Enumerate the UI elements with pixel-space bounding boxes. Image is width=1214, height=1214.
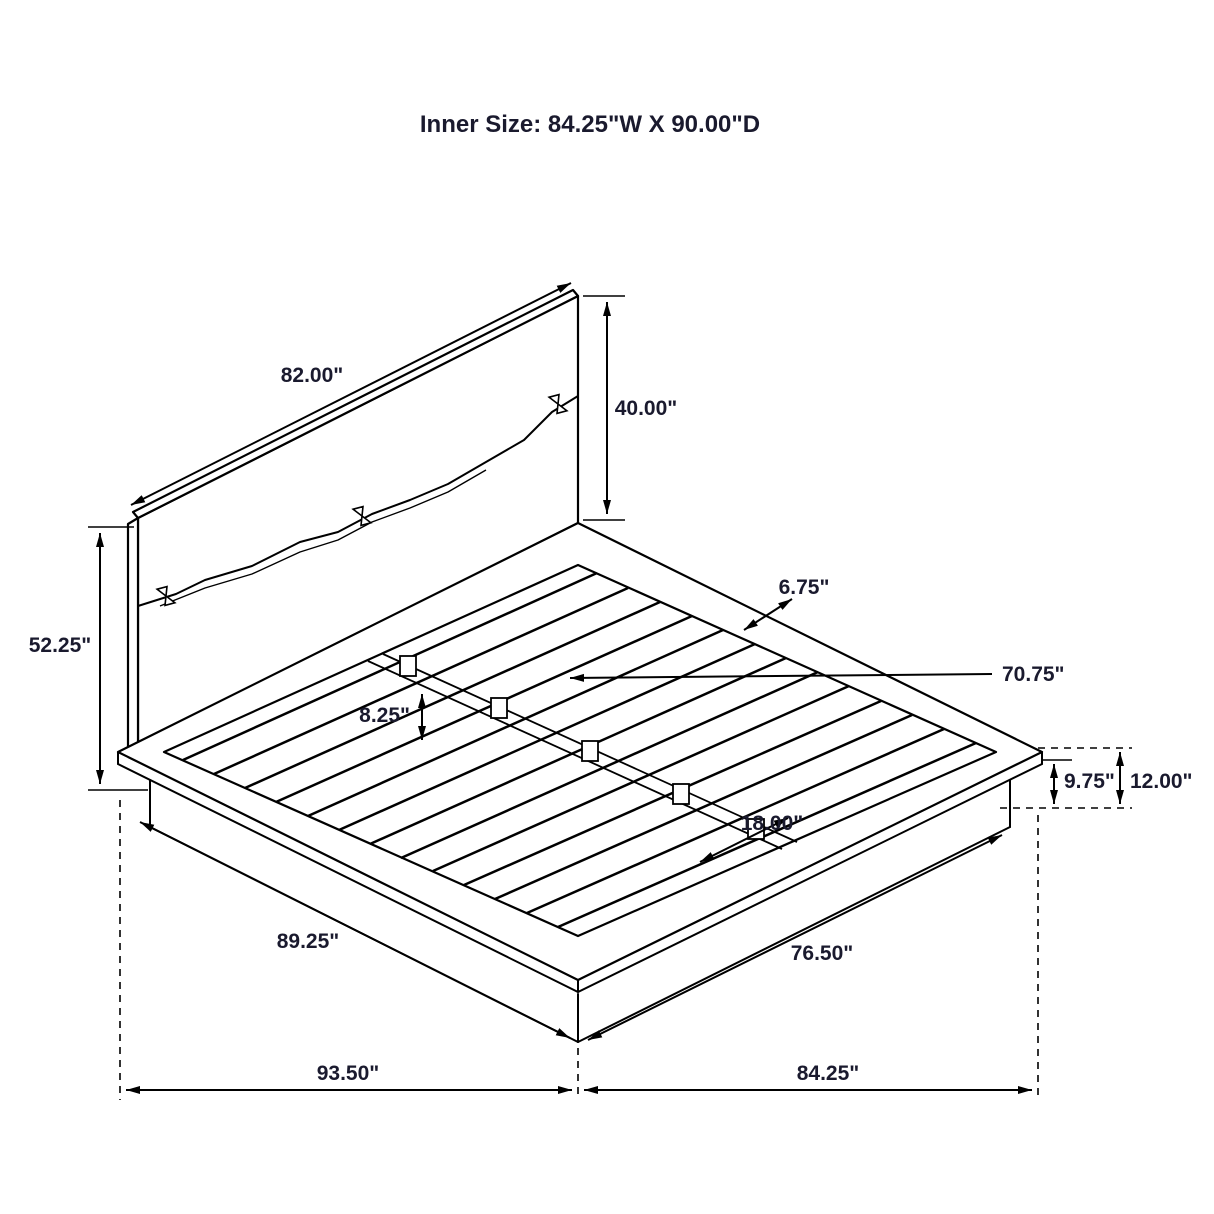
bowtie-inlay-center [351,505,373,527]
dim-side-outer-length-label: 89.25" [277,930,340,953]
dim-support-spacing-label: 18.00" [741,812,804,835]
dim-side-rail-width-label: 6.75" [779,576,830,599]
dim-platform-height-label: 12.00" [1130,770,1193,793]
bowtie-inlay-left [155,585,177,607]
dim-slat-spacing-label: 8.25" [359,704,410,727]
dim-headboard-width-label: 82.00" [281,364,344,387]
dim-foot-edge-length-label: 76.50" [791,942,854,965]
dim-headboard-total-height-label: 52.25" [29,634,92,657]
dim-overall-depth-label: 93.50" [317,1062,380,1085]
diagram-title: Inner Size: 84.25"W X 90.00"D [420,111,760,138]
dimension-annotations: 82.00" 40.00" 52.25" 6.75" 70.75" 8.25" … [29,282,1193,1100]
dim-slat-length-label: 70.75" [1002,663,1065,686]
dim-headboard-panel-height-label: 40.00" [615,397,678,420]
dim-overall-width-label: 84.25" [797,1062,860,1085]
dim-base-height-label: 9.75" [1064,770,1115,793]
